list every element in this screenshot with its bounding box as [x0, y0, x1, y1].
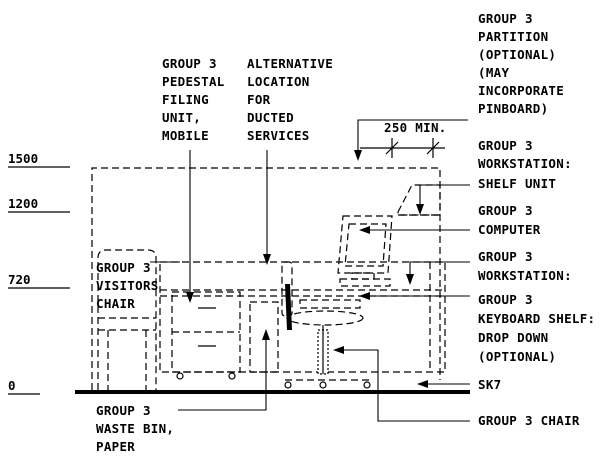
label-line: PINBOARD)	[478, 101, 548, 116]
label-line: DROP DOWN	[478, 330, 548, 345]
workstation-desk-outline	[159, 261, 446, 373]
level-1500-label: 1500	[8, 151, 38, 166]
visitors-chair-shape	[97, 249, 157, 390]
partition-outline	[91, 167, 441, 390]
level-720-label: 720	[8, 272, 31, 287]
label-line: (OPTIONAL)	[478, 349, 556, 364]
pedestal-filing-unit-shape	[171, 291, 241, 380]
label-line: GROUP 3	[96, 260, 151, 275]
label-line: (MAY	[478, 65, 509, 80]
label-line: WORKSTATION:	[478, 268, 572, 283]
floor-line	[75, 390, 470, 394]
label-line: SERVICES	[247, 128, 310, 143]
label-line: (OPTIONAL)	[478, 47, 556, 62]
label-line: GROUP 3	[162, 56, 217, 71]
label-waste-bin: GROUP 3 WASTE BIN, PAPER	[96, 403, 174, 454]
label-sk7: SK7	[478, 377, 501, 392]
label-line: CHAIR	[96, 296, 135, 311]
label-line: LOCATION	[247, 74, 310, 89]
waste-bin-shape	[249, 301, 279, 373]
label-line: FILING	[162, 92, 209, 107]
label-line: GROUP 3	[478, 203, 533, 218]
label-line: COMPUTER	[478, 222, 541, 237]
label-line: KEYBOARD SHELF:	[478, 311, 595, 326]
label-line: FOR	[247, 92, 271, 107]
label-workstation: GROUP 3 WORKSTATION:	[478, 249, 572, 283]
label-line: GROUP 3	[478, 11, 533, 26]
label-line: PEDESTAL	[162, 74, 225, 89]
label-keyboard-shelf: GROUP 3 KEYBOARD SHELF: DROP DOWN (OPTIO…	[478, 292, 595, 364]
label-line: PARTITION	[478, 29, 548, 44]
label-line: UNIT,	[162, 110, 201, 125]
label-line: GROUP 3	[478, 138, 533, 153]
label-line: WORKSTATION:	[478, 156, 572, 171]
level-1200-label: 1200	[8, 196, 38, 211]
label-chair: GROUP 3 CHAIR	[478, 413, 580, 428]
label-computer: GROUP 3 COMPUTER	[478, 203, 541, 237]
computer-monitor-shape	[337, 215, 393, 287]
label-line: VISITORS	[96, 278, 159, 293]
keyboard-shelf-shape	[299, 299, 361, 309]
label-line: ALTERNATIVE	[247, 56, 333, 71]
level-0-label: 0	[8, 378, 16, 393]
level-markers: 1500 1200 720 0	[8, 151, 70, 395]
label-line: INCORPORATE	[478, 83, 564, 98]
label-line: GROUP 3	[478, 292, 533, 307]
label-line: PAPER	[96, 439, 135, 454]
leader-lines	[150, 119, 470, 422]
label-line: MOBILE	[162, 128, 209, 143]
label-line: DUCTED	[247, 110, 294, 125]
office-chair-shape	[281, 261, 371, 389]
label-line: GROUP 3 CHAIR	[478, 413, 580, 428]
label-line: GROUP 3	[96, 403, 151, 418]
label-line: SHELF UNIT	[478, 176, 556, 191]
label-line: SK7	[478, 377, 501, 392]
shelf-unit-shape	[397, 184, 441, 216]
label-visitors-chair: GROUP 3 VISITORS CHAIR	[96, 260, 159, 311]
label-partition: GROUP 3 PARTITION (OPTIONAL) (MAY INCORP…	[478, 11, 564, 116]
label-pedestal-filing-unit: GROUP 3 PEDESTAL FILING UNIT, MOBILE	[162, 56, 225, 143]
label-alternative-location: ALTERNATIVE LOCATION FOR DUCTED SERVICES	[247, 56, 333, 143]
label-shelf-unit: GROUP 3 WORKSTATION: SHELF UNIT	[478, 138, 572, 191]
label-line: GROUP 3	[478, 249, 533, 264]
clearance-dimension-label: 250 MIN.	[384, 120, 447, 135]
label-line: WASTE BIN,	[96, 421, 174, 436]
clearance-dimension: 250 MIN.	[360, 120, 447, 158]
